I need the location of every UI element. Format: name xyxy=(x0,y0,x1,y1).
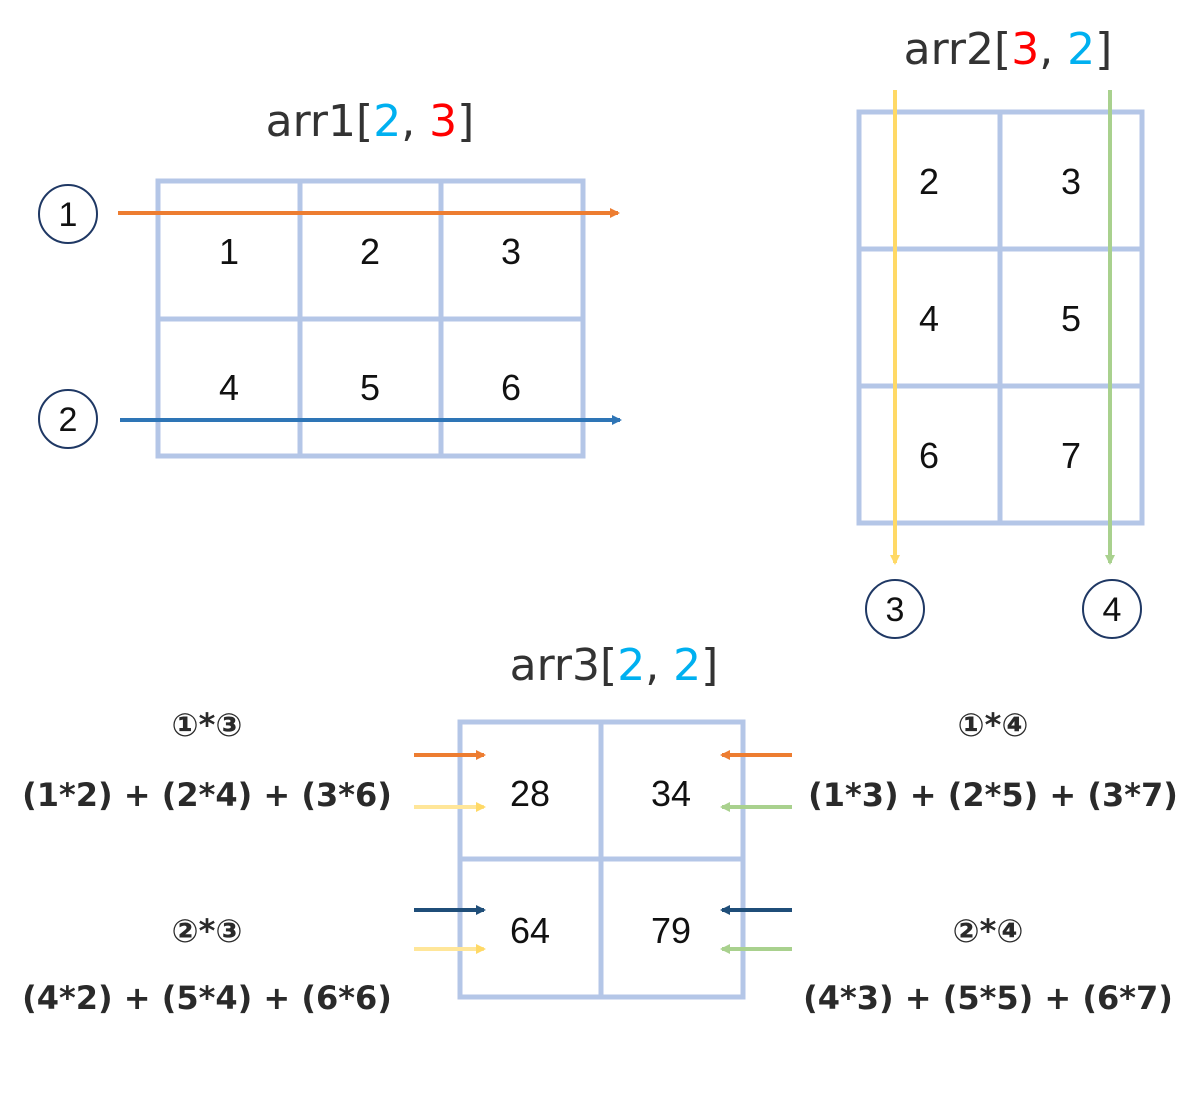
arr2-cell: 5 xyxy=(1061,298,1081,339)
badge-row2: 2 xyxy=(38,389,98,449)
arr2-cell: 4 xyxy=(919,298,939,339)
arr2-title: arr2[3, 2] xyxy=(904,24,1113,75)
arr2-grid xyxy=(856,109,1145,526)
arr1-title: arr1[2, 3] xyxy=(266,96,475,147)
formula-label-top-left: ①*③ xyxy=(172,706,243,744)
arr3-cell: 64 xyxy=(510,910,550,951)
arr1-cell: 5 xyxy=(360,367,380,408)
svg-text:3: 3 xyxy=(886,591,905,629)
formula-label-bottom-left: ②*③ xyxy=(172,912,243,950)
arr1-cell: 2 xyxy=(360,231,380,272)
arr2-cell: 2 xyxy=(919,161,939,202)
arr3-cell: 28 xyxy=(510,773,550,814)
arr1-cell: 4 xyxy=(219,367,239,408)
arr3-cell: 34 xyxy=(651,773,691,814)
arr3-cell: 79 xyxy=(651,910,691,951)
svg-text:1: 1 xyxy=(59,196,78,234)
arr3-grid xyxy=(457,719,746,1000)
arr2-cell: 7 xyxy=(1061,435,1081,476)
arr2-cell: 6 xyxy=(919,435,939,476)
arr3-title: arr3[2, 2] xyxy=(510,640,719,691)
arr1-cell: 3 xyxy=(501,231,521,272)
svg-text:4: 4 xyxy=(1103,591,1122,629)
formula-expr-top-right: (1*3) + (2*5) + (3*7) xyxy=(808,776,1178,814)
formula-label-bottom-right: ②*④ xyxy=(953,912,1024,950)
formula-expr-bottom-right: (4*3) + (5*5) + (6*7) xyxy=(803,979,1173,1017)
arr2-cell: 3 xyxy=(1061,161,1081,202)
formula-expr-bottom-left: (4*2) + (5*4) + (6*6) xyxy=(22,979,392,1017)
arr1-cell: 6 xyxy=(501,367,521,408)
formula-expr-top-left: (1*2) + (2*4) + (3*6) xyxy=(22,776,392,814)
arr1-cell: 1 xyxy=(219,231,239,272)
formula-label-top-right: ①*④ xyxy=(958,706,1029,744)
badge-col2: 4 xyxy=(1082,579,1142,639)
svg-text:2: 2 xyxy=(59,401,78,439)
badge-col1: 3 xyxy=(865,579,925,639)
arr1-grid xyxy=(155,178,586,459)
badge-row1: 1 xyxy=(38,184,98,244)
